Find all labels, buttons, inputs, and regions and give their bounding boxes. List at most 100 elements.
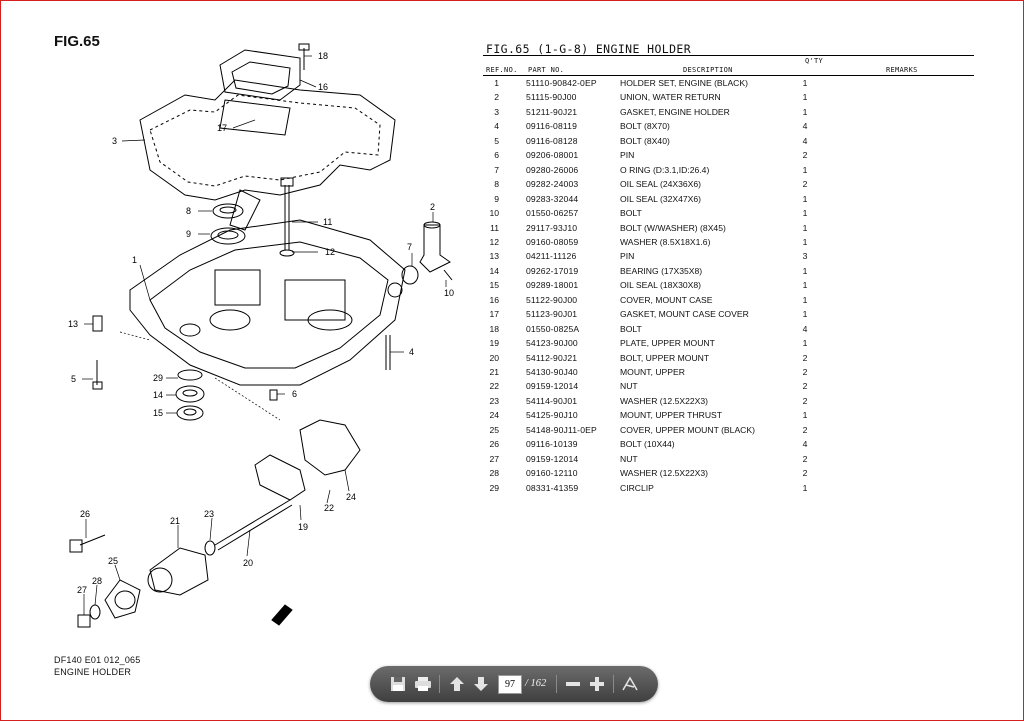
part-number-cell: 29117-93J10	[526, 222, 578, 233]
quantity-cell: 1	[802, 164, 808, 175]
description-cell: BOLT (8X40)	[620, 135, 670, 146]
quantity-cell: 2	[802, 395, 808, 406]
arrow-down-icon[interactable]	[470, 673, 492, 695]
figure-caption: ENGINE HOLDER	[54, 667, 132, 677]
callout-23: 23	[204, 509, 214, 519]
callout-26: 26	[80, 509, 90, 519]
part-number-cell: 51123-90J01	[526, 309, 578, 320]
description-cell: MOUNT, UPPER THRUST	[620, 410, 723, 421]
ref-cell: 28	[489, 468, 499, 479]
description-cell: COVER, MOUNT CASE	[620, 294, 713, 305]
ref-cell: 19	[489, 338, 499, 349]
callout-17: 17	[217, 123, 227, 133]
bolt-part-20	[214, 499, 291, 546]
callout-21: 21	[170, 516, 180, 526]
quantity-cell: 1	[802, 193, 808, 204]
ref-cell: 2	[494, 92, 499, 103]
description-cell: UNION, WATER RETURN	[620, 92, 721, 103]
callout-2: 2	[430, 202, 435, 212]
quantity-cell: 4	[802, 121, 808, 132]
part-number-cell: 54148-90J11-0EP	[526, 424, 597, 435]
header-rule	[483, 75, 974, 76]
description-cell: HOLDER SET, ENGINE (BLACK)	[620, 78, 748, 88]
callout-14: 14	[153, 390, 163, 400]
part-number-cell: 09206-08001	[526, 150, 579, 161]
quantity-cell: 2	[802, 453, 808, 464]
part-number-cell: 09116-08128	[526, 135, 578, 146]
arrow-up-icon[interactable]	[446, 673, 468, 695]
description-cell: GASKET, MOUNT CASE COVER	[620, 309, 749, 320]
ref-cell: 4	[494, 121, 499, 132]
ref-cell: 7	[494, 164, 499, 175]
description-cell: PLATE, UPPER MOUNT	[620, 338, 715, 349]
ref-cell: 12	[489, 236, 499, 247]
part-number-cell: 04211-11126	[526, 251, 577, 262]
part-number-cell: 51115-90J00	[526, 92, 577, 103]
description-cell: BOLT (8X70)	[620, 121, 670, 132]
part-number-cell: 54123-90J00	[526, 338, 578, 349]
page-total: / 162	[525, 678, 547, 689]
save-icon[interactable]	[387, 673, 409, 695]
description-cell: BOLT (W/WASHER) (8X45)	[620, 222, 726, 233]
callout-28: 28	[92, 576, 102, 586]
zoom-out-icon[interactable]	[562, 673, 584, 695]
ref-cell: 14	[489, 265, 499, 276]
description-cell: CIRCLIP	[620, 482, 654, 493]
ref-cell: 23	[489, 395, 499, 406]
description-cell: BOLT (10X44)	[620, 439, 675, 450]
print-icon[interactable]	[412, 673, 434, 695]
ref-cell: 18	[489, 323, 499, 334]
quantity-cell: 4	[802, 135, 808, 146]
part-number-cell: 09159-12014	[526, 381, 579, 392]
ref-cell: 8	[494, 179, 499, 190]
ref-cell: 16	[489, 294, 499, 305]
quantity-cell: 1	[802, 78, 808, 88]
quantity-cell: 1	[802, 236, 808, 247]
header-desc: DESCRIPTION	[683, 66, 733, 74]
callout-3: 3	[112, 136, 117, 146]
cover-part-25	[104, 579, 141, 619]
quantity-cell: 1	[802, 208, 808, 219]
callout-25: 25	[108, 556, 118, 566]
oil-seal-part-9	[210, 227, 246, 245]
zoom-in-icon[interactable]	[586, 673, 608, 695]
quantity-cell: 2	[802, 367, 808, 377]
ref-cell: 11	[490, 222, 499, 233]
page-number-input[interactable]: 97	[498, 675, 522, 694]
acrobat-icon[interactable]	[619, 673, 641, 695]
quantity-cell: 2	[802, 352, 808, 363]
bearing-part-14	[175, 385, 205, 403]
callout-10: 10	[444, 288, 454, 298]
pin-part-13	[92, 315, 103, 332]
figure-label: FIG.65	[54, 33, 100, 50]
callout-22: 22	[324, 503, 334, 513]
callout-12: 12	[325, 247, 335, 257]
gasket-part-17	[219, 99, 291, 136]
quantity-cell: 1	[802, 294, 808, 305]
part-number-cell: 09283-32044	[526, 193, 579, 204]
quantity-cell: 1	[802, 106, 808, 117]
description-cell: WASHER (12.5X22X3)	[620, 395, 709, 406]
exploded-parts-diagram: 1 2 3 4 5 6 7 8 9 10 11 12 13 14 15 16 1…	[68, 43, 454, 628]
description-cell: O RING (D:3.1,ID:26.4)	[620, 164, 710, 175]
part-number-cell: 54125-90J10	[526, 410, 578, 421]
part-number-cell: 09116-10139	[526, 439, 578, 450]
ref-cell: 3	[494, 106, 499, 117]
description-cell: COVER, UPPER MOUNT (BLACK)	[620, 424, 755, 435]
description-cell: GASKET, ENGINE HOLDER	[620, 106, 730, 117]
callout-9: 9	[186, 229, 191, 239]
